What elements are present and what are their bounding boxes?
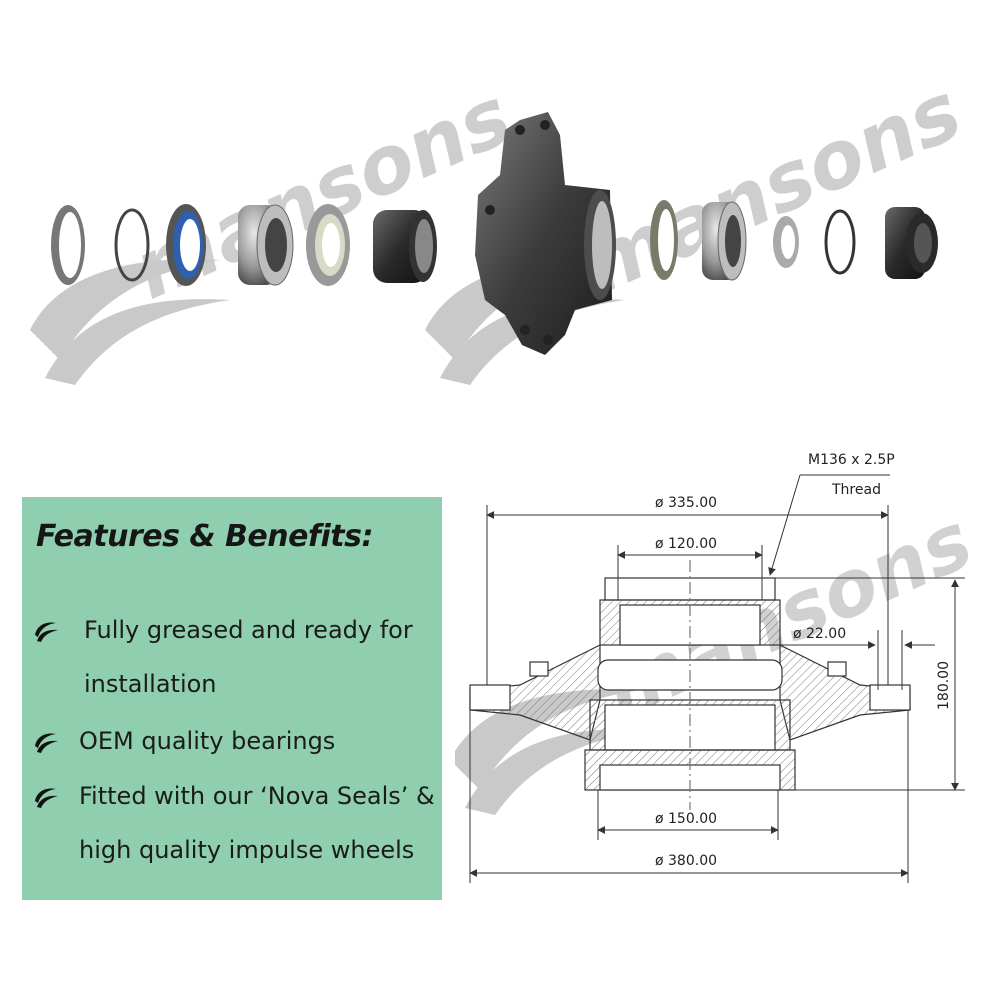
circlip-part (114, 208, 150, 282)
dim-bolt-label: ø 22.00 (793, 626, 846, 642)
dim-height-label: 180.00 (936, 661, 952, 710)
washer-part (773, 216, 799, 268)
hub-cap-part (885, 207, 938, 279)
inner-bearing-part (702, 201, 747, 281)
technical-drawing: mansons (455, 452, 985, 883)
thread-label: Thread (831, 482, 881, 498)
dim-top-inner-label: ø 120.00 (655, 536, 717, 552)
outer-bearing-part (238, 204, 294, 286)
abs-ring-part (51, 205, 85, 285)
exploded-parts-illustration: mansons mansons (30, 64, 974, 385)
snap-ring-part (824, 209, 856, 275)
features-panel: Features & Benefits: Fully greased and r… (22, 497, 442, 900)
thread-spec-label: M136 x 2.5P (808, 452, 895, 468)
dimension-lines (469, 474, 965, 883)
dim-bottom-inner-label: ø 150.00 (655, 811, 717, 827)
seal-ring-part (306, 204, 350, 286)
brand-swoosh-icon (35, 788, 58, 808)
dim-bottom-outer-label: ø 380.00 (655, 853, 717, 869)
spacer-sleeve-part (373, 210, 437, 283)
dim-top-outer-label: ø 335.00 (655, 495, 717, 511)
brand-swoosh-icon (35, 622, 58, 642)
inner-seal-part (650, 200, 678, 280)
oil-seal-part (166, 204, 206, 286)
hub-cross-section (469, 560, 911, 810)
feature-text: OEM quality bearings (79, 727, 336, 755)
brand-swoosh-icon (35, 733, 58, 753)
features-title: Features & Benefits: (36, 519, 373, 554)
wheel-hub-part (475, 112, 616, 355)
feature-text: Fully greased and ready for installation (84, 616, 413, 698)
feature-text: Fitted with our ‘Nova Seals’ & high qual… (79, 782, 435, 864)
